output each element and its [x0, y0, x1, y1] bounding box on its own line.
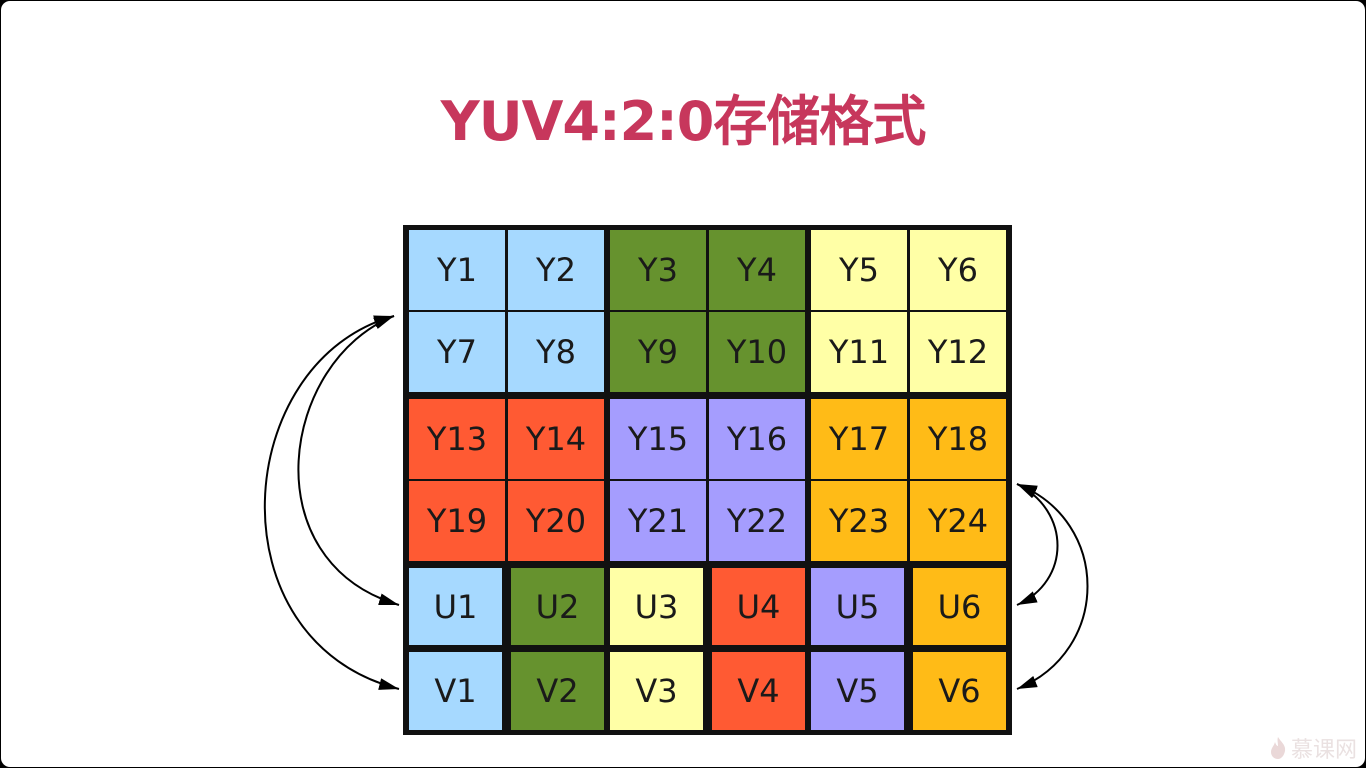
- arrow-left-to-v1: [263, 315, 400, 690]
- cell-y22: Y22: [709, 481, 805, 561]
- arrow-right-to-v6: [1016, 483, 1089, 690]
- cell-v1: V1: [409, 652, 502, 730]
- cell-y21: Y21: [610, 481, 706, 561]
- cell-y19: Y19: [409, 481, 505, 561]
- cell-y16: Y16: [709, 399, 805, 479]
- cell-v6: V6: [913, 652, 1006, 730]
- arrow-right-to-u6: [1016, 483, 1059, 606]
- cell-y12: Y12: [910, 312, 1006, 392]
- cell-y15: Y15: [610, 399, 706, 479]
- cell-y1: Y1: [409, 230, 505, 310]
- cell-y18: Y18: [910, 399, 1006, 479]
- arrow-left-to-u1: [297, 315, 400, 606]
- cell-y3: Y3: [610, 230, 706, 310]
- watermark: 慕课网: [1269, 733, 1357, 763]
- cell-y14: Y14: [508, 399, 604, 479]
- cell-y9: Y9: [610, 312, 706, 392]
- cell-u4: U4: [712, 568, 805, 645]
- cell-y7: Y7: [409, 312, 505, 392]
- watermark-brand: 慕课网: [1290, 738, 1357, 763]
- cell-y20: Y20: [508, 481, 604, 561]
- cell-y6: Y6: [910, 230, 1006, 310]
- cell-y4: Y4: [709, 230, 805, 310]
- cell-y23: Y23: [811, 481, 907, 561]
- cell-v2: V2: [511, 652, 604, 730]
- cell-y11: Y11: [811, 312, 907, 392]
- cell-u3: U3: [610, 568, 703, 645]
- cell-u6: U6: [913, 568, 1006, 645]
- cell-y5: Y5: [811, 230, 907, 310]
- cell-y10: Y10: [709, 312, 805, 392]
- cell-u2: U2: [511, 568, 604, 645]
- cell-u5: U5: [811, 568, 904, 645]
- cell-y2: Y2: [508, 230, 604, 310]
- cell-y8: Y8: [508, 312, 604, 392]
- cell-v3: V3: [610, 652, 703, 730]
- flame-icon: [1270, 737, 1286, 759]
- slide-title: YUV4:2:0存储格式: [440, 90, 927, 153]
- cell-y13: Y13: [409, 399, 505, 479]
- cell-y24: Y24: [910, 481, 1006, 561]
- cell-u1: U1: [409, 568, 502, 645]
- cell-v4: V4: [712, 652, 805, 730]
- cell-y17: Y17: [811, 399, 907, 479]
- cell-v5: V5: [811, 652, 904, 730]
